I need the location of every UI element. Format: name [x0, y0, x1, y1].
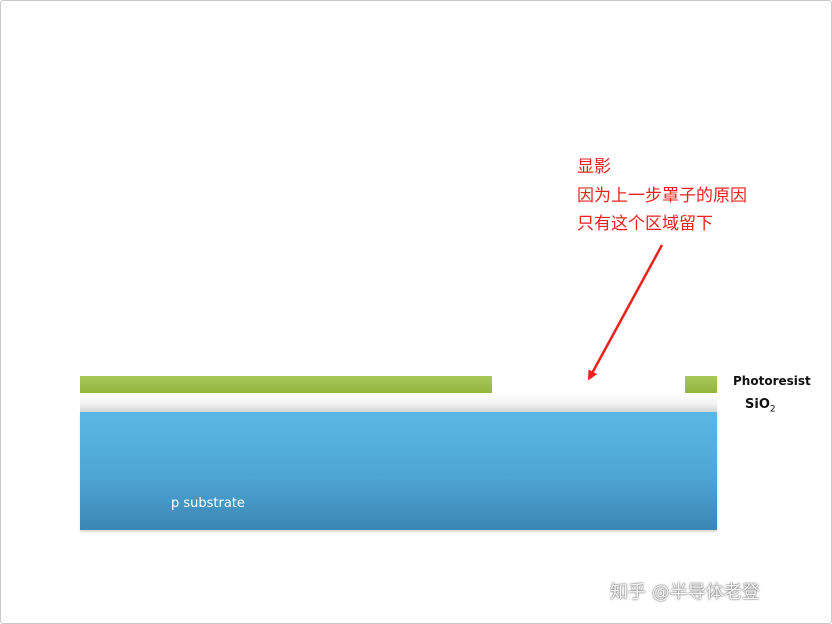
p-substrate-label: p substrate [171, 496, 245, 511]
sio2-layer [80, 393, 717, 412]
photoresist-layer-right [685, 376, 717, 393]
annotation-line-3: 只有这个区域留下 [577, 214, 713, 234]
sio2-label-base: SiO [745, 397, 770, 412]
p-substrate-layer [80, 412, 717, 530]
sio2-label: SiO2 [745, 397, 776, 415]
photoresist-layer-left [80, 376, 492, 393]
annotation-line-2: 因为上一步罩子的原因 [577, 185, 747, 206]
annotation-line-1: 显影 [577, 157, 611, 177]
annotation-text: 显影 因为上一步罩子的原因 只有这个区域留下 [577, 153, 747, 239]
photoresist-label: Photoresist [733, 374, 811, 388]
sio2-label-subscript: 2 [769, 404, 776, 415]
zhihu-watermark: 知乎 @半导体老登 [610, 582, 760, 603]
